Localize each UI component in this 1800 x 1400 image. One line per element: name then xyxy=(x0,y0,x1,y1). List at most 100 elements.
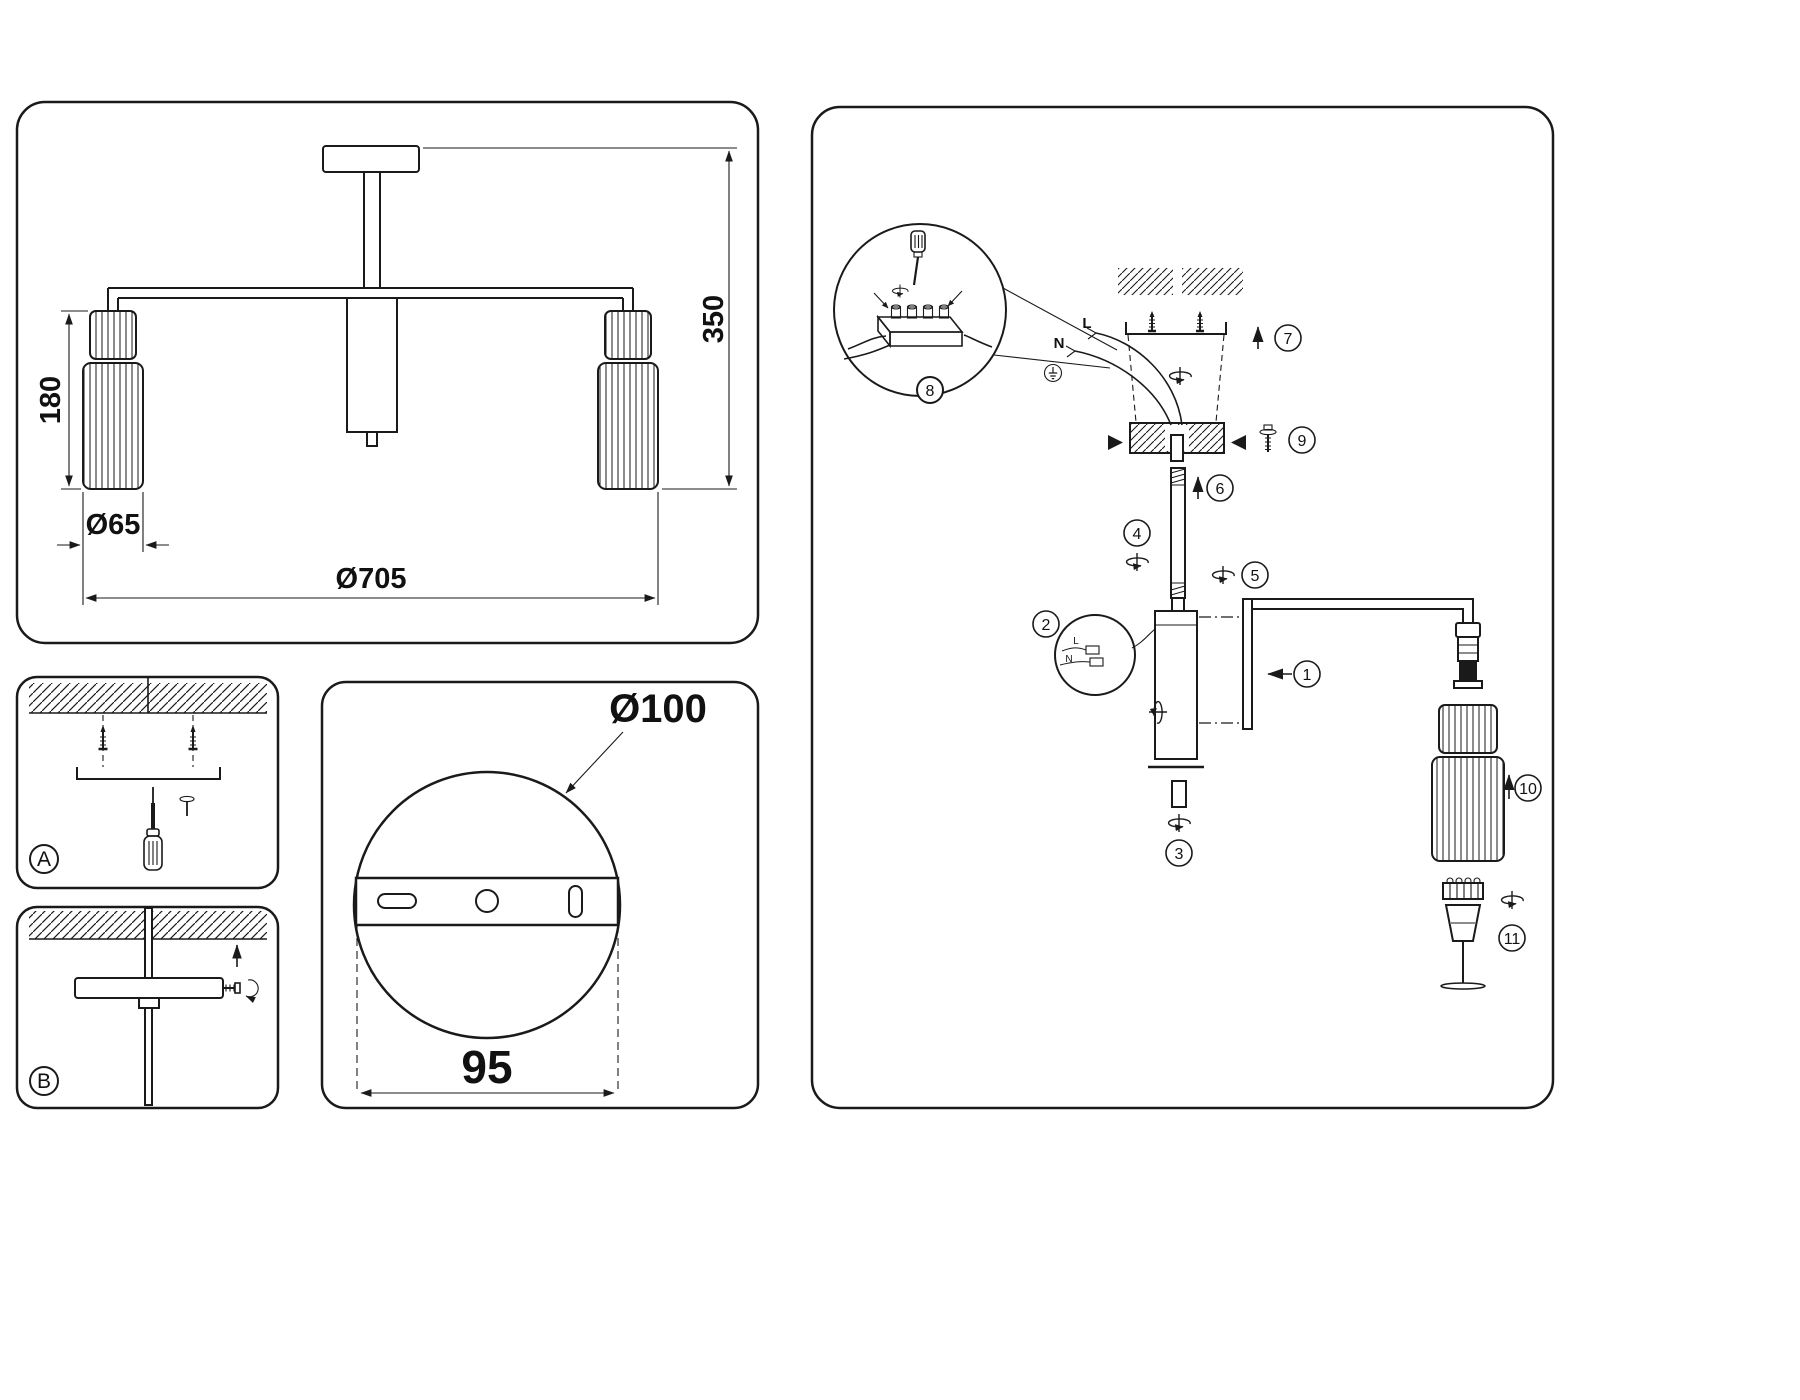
step-number-4: 4 xyxy=(1133,526,1142,543)
dim-shade-height-label: 180 xyxy=(35,376,67,424)
dimension-shade-height: 180 xyxy=(35,310,88,490)
step-callout-10: 10 xyxy=(1514,774,1542,802)
left-shade-bottom xyxy=(82,362,144,490)
mounting-bracket xyxy=(76,767,221,780)
assembly-panel-border xyxy=(810,105,1555,1110)
bottom-finial-parts xyxy=(1148,765,1204,808)
rotate-icon-bracket xyxy=(1170,367,1192,385)
rotate-arrow-icon xyxy=(245,979,259,1004)
step-number-11: 11 xyxy=(1504,931,1521,948)
central-body xyxy=(346,297,398,433)
rotate-icon-step4 xyxy=(1127,553,1149,571)
step-callout-9: 9 xyxy=(1288,426,1316,454)
bottom-finial xyxy=(366,431,378,447)
mounting-strap xyxy=(354,876,620,927)
detail-label-line: L xyxy=(1073,636,1079,647)
dim-fixture-diameter-label: Ø705 xyxy=(336,563,407,595)
ceiling-section xyxy=(1118,268,1243,295)
mounting-bracket xyxy=(1125,322,1227,335)
central-body xyxy=(1154,610,1198,760)
detail-label-neutral: N xyxy=(1065,654,1072,665)
dim-shade-diameter-label: Ø65 xyxy=(86,509,141,541)
washer-screw-icon xyxy=(179,795,195,816)
step-callout-7: 7 xyxy=(1274,324,1302,352)
strap-center-hole xyxy=(475,889,499,913)
rotate-icon-body xyxy=(1149,702,1167,724)
step-callout-8: 8 xyxy=(916,376,944,404)
wiring-detail-view xyxy=(833,223,1118,397)
anchor-screw-left xyxy=(98,725,108,751)
step-number-9: 9 xyxy=(1298,433,1307,450)
knurled-ring xyxy=(1442,882,1484,900)
dimension-hole-spacing: 95 xyxy=(356,925,619,1097)
shade-bottom xyxy=(1431,756,1505,862)
step-b-label: B xyxy=(37,1070,51,1093)
step-number-6: 6 xyxy=(1216,481,1225,498)
alignment-dashdot xyxy=(1199,616,1241,724)
wire-in-left2 xyxy=(843,344,891,360)
drill-axis-lines xyxy=(102,715,194,767)
step-callout-4: 4 xyxy=(1123,519,1151,547)
overview-panel-border xyxy=(15,100,760,645)
supply-wires: N L xyxy=(1043,315,1183,426)
lampholder-parts xyxy=(1440,877,1486,990)
shade-assembly xyxy=(1431,704,1505,862)
connector-detail-view: L N xyxy=(1054,614,1156,696)
step-callout-11: 11 xyxy=(1498,924,1526,952)
down-rod-upper xyxy=(144,907,153,979)
step-number-5: 5 xyxy=(1251,568,1260,585)
canopy-nipple xyxy=(1170,434,1184,462)
shade-top xyxy=(1438,704,1498,754)
central-body-assembly xyxy=(1149,597,1241,760)
anchor-screw-right xyxy=(188,725,198,751)
mounting-bracket-assembly xyxy=(1125,309,1227,423)
step-a-callout: A xyxy=(29,844,59,874)
alignment-dashes xyxy=(1127,334,1225,423)
ceiling-section xyxy=(29,678,267,714)
threaded-rod xyxy=(1170,467,1186,599)
down-rod-lower xyxy=(144,1007,153,1106)
lamp-arms xyxy=(107,287,634,311)
rotate-icon-terminal xyxy=(893,285,909,298)
ceiling-canopy xyxy=(322,145,420,173)
strap-slot-right xyxy=(568,885,583,918)
arm-assembly xyxy=(1242,598,1483,730)
body-neck xyxy=(1171,597,1185,612)
socket-flange xyxy=(1453,680,1483,689)
wire-label-line: L xyxy=(1082,315,1091,332)
socket-cap xyxy=(1455,622,1481,638)
assembly-steps-panel: 7 9 N L xyxy=(810,105,1555,1110)
step-callout-5: 5 xyxy=(1241,561,1269,589)
mounting-step-a-panel: A xyxy=(15,675,280,890)
bracket-screw-left xyxy=(1146,309,1158,333)
right-shade-top xyxy=(604,310,652,360)
step-b-circle xyxy=(29,1066,59,1096)
ground-symbol-icon xyxy=(1043,363,1063,383)
overview-dimensions-panel: 180 350 Ø65 Ø705 xyxy=(15,100,760,645)
plate-panel-border xyxy=(320,680,760,1110)
finial-base xyxy=(1440,982,1486,990)
step-callout-6: 6 xyxy=(1206,474,1234,502)
step-callout-2: 2 xyxy=(1032,610,1060,638)
wire-to-body xyxy=(1131,628,1156,649)
step-number-10: 10 xyxy=(1519,781,1537,798)
canopy-disc xyxy=(352,770,622,1040)
step-number-1: 1 xyxy=(1303,667,1312,684)
rotate-icon-step3 xyxy=(1169,814,1191,832)
wire-in-right xyxy=(963,334,993,348)
step-number-7: 7 xyxy=(1284,331,1293,348)
step-a-border xyxy=(15,675,280,890)
screwdriver-icon xyxy=(143,787,163,871)
step-number-8: 8 xyxy=(926,383,935,400)
step-b-callout: B xyxy=(29,1066,59,1096)
terminal-block xyxy=(876,304,964,349)
wire-in-left xyxy=(847,335,887,350)
lamp-front-view xyxy=(82,145,659,490)
right-shade-bottom xyxy=(597,362,659,490)
step-callout-3: 3 xyxy=(1165,839,1193,867)
step-number-2: 2 xyxy=(1042,617,1051,634)
dimension-fixture-height: 350 xyxy=(423,147,737,490)
dim-hole-spacing-label: 95 xyxy=(461,1041,512,1093)
canopy-hub xyxy=(138,997,160,1009)
socket-sleeve xyxy=(1459,661,1477,681)
